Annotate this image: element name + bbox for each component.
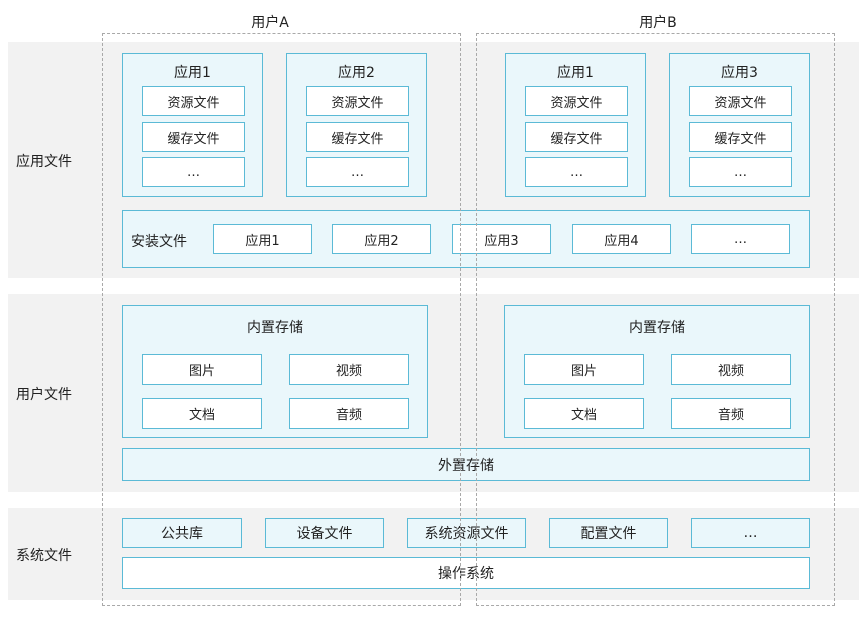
app-block-title: 应用2 bbox=[338, 65, 375, 81]
user-a-frame bbox=[102, 33, 461, 606]
documents-box: 文档 bbox=[142, 398, 262, 429]
app-block-b1: 应用1 资源文件 缓存文件 … bbox=[505, 53, 646, 197]
audio-box: 音频 bbox=[671, 398, 791, 429]
user-b-label: 用户B bbox=[639, 15, 677, 31]
install-item: 应用2 bbox=[332, 224, 431, 254]
install-item: … bbox=[691, 224, 790, 254]
user-files-label: 用户文件 bbox=[16, 387, 72, 403]
resource-files-box: 资源文件 bbox=[525, 86, 628, 116]
resource-files-box: 资源文件 bbox=[306, 86, 409, 116]
user-b-frame bbox=[476, 33, 835, 606]
system-files-label: 系统文件 bbox=[16, 548, 72, 564]
more-box: … bbox=[525, 157, 628, 187]
documents-box: 文档 bbox=[524, 398, 644, 429]
cache-files-box: 缓存文件 bbox=[689, 122, 792, 152]
system-item-system-resources: 系统资源文件 bbox=[407, 518, 526, 548]
app-block-b3: 应用3 资源文件 缓存文件 … bbox=[669, 53, 810, 197]
system-item-more: … bbox=[691, 518, 810, 548]
audio-box: 音频 bbox=[289, 398, 409, 429]
more-box: … bbox=[306, 157, 409, 187]
app-files-label: 应用文件 bbox=[16, 154, 72, 170]
app-block-title: 应用3 bbox=[721, 65, 758, 81]
cache-files-box: 缓存文件 bbox=[306, 122, 409, 152]
more-box: … bbox=[142, 157, 245, 187]
user-a-label: 用户A bbox=[251, 15, 289, 31]
install-item: 应用4 bbox=[572, 224, 671, 254]
videos-box: 视频 bbox=[289, 354, 409, 385]
internal-storage-b: 内置存储 图片 视频 文档 音频 bbox=[504, 305, 810, 438]
more-box: … bbox=[689, 157, 792, 187]
install-item: 应用3 bbox=[452, 224, 551, 254]
internal-storage-a: 内置存储 图片 视频 文档 音频 bbox=[122, 305, 428, 438]
app-block-a2: 应用2 资源文件 缓存文件 … bbox=[286, 53, 427, 197]
cache-files-box: 缓存文件 bbox=[525, 122, 628, 152]
app-block-title: 应用1 bbox=[557, 65, 594, 81]
install-files-panel: 安装文件 应用1 应用2 应用3 应用4 … bbox=[122, 210, 810, 268]
pictures-box: 图片 bbox=[524, 354, 644, 385]
external-storage-box: 外置存储 bbox=[122, 448, 810, 481]
cache-files-box: 缓存文件 bbox=[142, 122, 245, 152]
resource-files-box: 资源文件 bbox=[689, 86, 792, 116]
internal-storage-title: 内置存储 bbox=[247, 320, 303, 336]
app-block-a1: 应用1 资源文件 缓存文件 … bbox=[122, 53, 263, 197]
resource-files-box: 资源文件 bbox=[142, 86, 245, 116]
app-block-title: 应用1 bbox=[174, 65, 211, 81]
install-item: 应用1 bbox=[213, 224, 312, 254]
system-item-public-lib: 公共库 bbox=[122, 518, 242, 548]
install-files-label: 安装文件 bbox=[131, 234, 187, 250]
pictures-box: 图片 bbox=[142, 354, 262, 385]
system-item-config-files: 配置文件 bbox=[549, 518, 668, 548]
videos-box: 视频 bbox=[671, 354, 791, 385]
system-item-device-files: 设备文件 bbox=[265, 518, 384, 548]
internal-storage-title: 内置存储 bbox=[629, 320, 685, 336]
operating-system-box: 操作系统 bbox=[122, 557, 810, 589]
